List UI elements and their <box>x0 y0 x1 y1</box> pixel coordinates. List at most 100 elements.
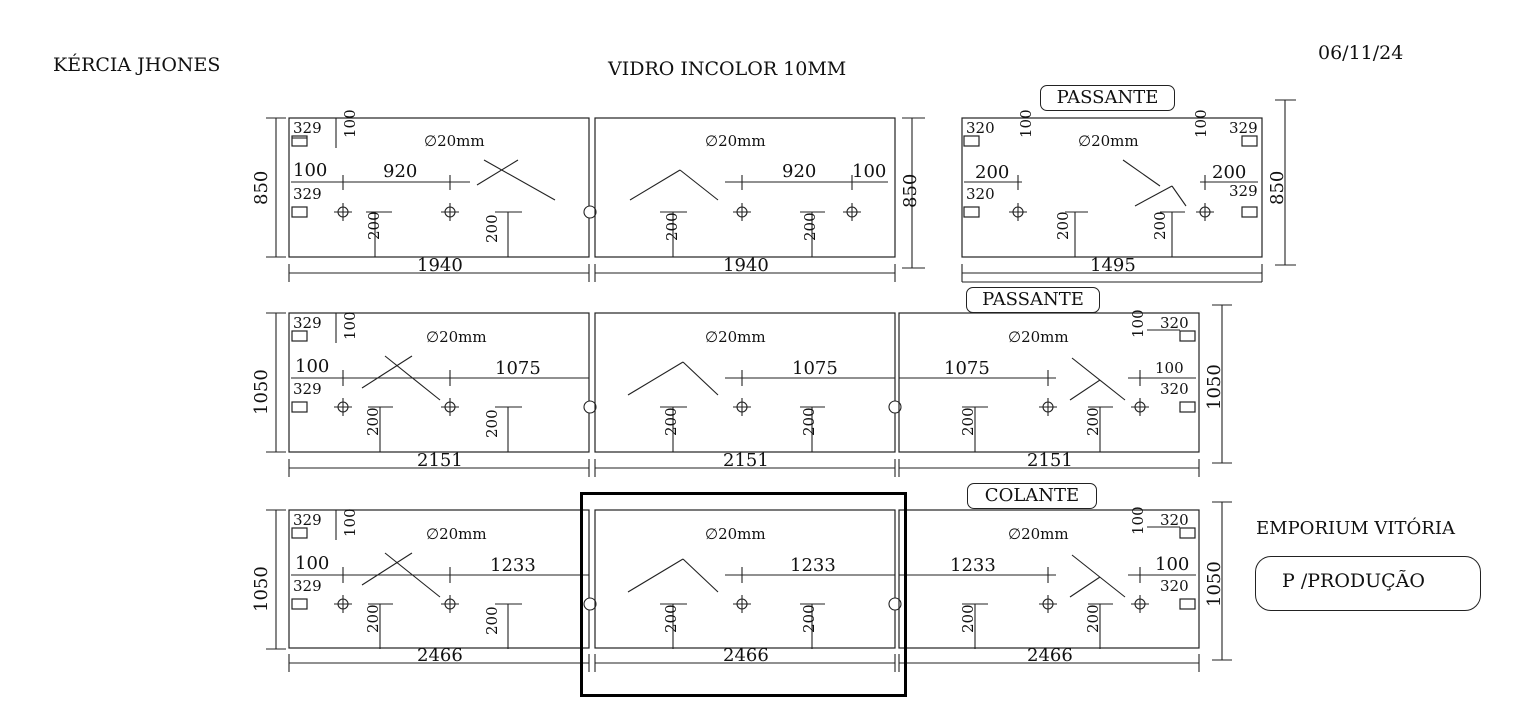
hinge-slot-icon <box>291 527 308 539</box>
date-label: 06/11/24 <box>1318 42 1404 64</box>
edge-offset-label: 100 <box>295 356 329 377</box>
hinge-slot-icon <box>1179 330 1196 342</box>
hole-spec-label: ∅20mm <box>426 525 487 543</box>
hole-spec-label: ∅20mm <box>1008 525 1069 543</box>
edge-offset-label: 100 <box>852 161 886 182</box>
hinge-line <box>682 361 719 396</box>
hinge-line <box>1134 185 1173 207</box>
hinge-line <box>1069 576 1101 598</box>
glass-panel <box>288 312 590 453</box>
hinge-line <box>384 355 441 401</box>
offset-label: 329 <box>293 314 322 332</box>
edge-offset-label: 100 <box>1155 359 1184 377</box>
tag-passante-row2: PASSANTE <box>966 287 1100 313</box>
panel-width-label: 2151 <box>723 450 769 471</box>
edge-offset-label: 100 <box>293 160 327 181</box>
hinge-slot-icon <box>291 135 308 147</box>
glass-panel <box>898 509 1200 649</box>
vert-dim-label: 200 <box>483 606 501 635</box>
vert-dim-label: 200 <box>1084 604 1102 633</box>
hole-spec-label: ∅20mm <box>426 328 487 346</box>
span-label: 1075 <box>792 358 838 379</box>
offset-label: 100 <box>1017 109 1035 138</box>
hinge-slot-icon <box>291 330 308 342</box>
vert-dim-label: 200 <box>1084 407 1102 436</box>
offset-label: 329 <box>293 511 322 529</box>
span-label: 1075 <box>944 358 990 379</box>
panel-width-label: 2466 <box>1027 645 1073 666</box>
vert-dim-label: 200 <box>959 407 977 436</box>
hinge-slot-icon <box>1179 401 1196 413</box>
hinge-line <box>627 361 684 396</box>
tag-passante-row1: PASSANTE <box>1040 85 1175 111</box>
tag-colante-row3: COLANTE <box>967 483 1097 509</box>
offset-label: 320 <box>966 119 995 137</box>
hinge-line <box>627 558 684 593</box>
edge-notch-icon <box>888 400 902 414</box>
hinge-slot-icon <box>963 135 980 147</box>
hinge-slot-icon <box>291 401 308 413</box>
hinge-slot-icon <box>1179 598 1196 610</box>
panel-width-label: 2466 <box>417 645 463 666</box>
hinge-slot-icon <box>1241 206 1258 218</box>
glass-panel <box>961 117 1263 258</box>
hinge-line <box>384 552 441 598</box>
offset-label: 320 <box>1160 314 1189 332</box>
hinge-slot-icon <box>1179 527 1196 539</box>
vert-dim-label: 200 <box>364 604 382 633</box>
material-title: VIDRO INCOLOR 10MM <box>608 58 847 80</box>
hole-spec-label: ∅20mm <box>1008 328 1069 346</box>
edge-notch-icon <box>583 205 597 219</box>
production-box: P /PRODUÇÃO <box>1255 556 1481 611</box>
edge-offset-label: 200 <box>1212 162 1246 183</box>
vert-dim-label: 200 <box>483 214 501 243</box>
panel-width-label: 1940 <box>723 255 769 276</box>
hole-spec-label: ∅20mm <box>705 328 766 346</box>
offset-label: 329 <box>293 119 322 137</box>
hinge-line <box>1069 379 1101 401</box>
panel-height-label: 850 <box>1267 171 1288 205</box>
offset-label: 320 <box>1160 380 1189 398</box>
panel-height-label: 1050 <box>1204 364 1225 410</box>
hinge-line <box>1071 357 1126 401</box>
vert-dim-label: 200 <box>800 604 818 633</box>
vert-dim-label: 200 <box>663 212 681 241</box>
vert-dim-label: 200 <box>662 604 680 633</box>
glass-panel <box>594 117 896 258</box>
panel-width-label: 2151 <box>417 450 463 471</box>
span-label: 1075 <box>495 358 541 379</box>
hinge-line <box>682 558 719 593</box>
vert-dim-label: 200 <box>801 212 819 241</box>
offset-label: 329 <box>1229 119 1258 137</box>
panel-width-label: 2466 <box>723 645 769 666</box>
glass-panel <box>594 312 896 453</box>
offset-label: 329 <box>1229 182 1258 200</box>
edge-offset-label: 200 <box>975 162 1009 183</box>
vert-dim-label: 200 <box>1151 211 1169 240</box>
panel-height-label: 1050 <box>251 566 272 612</box>
offset-label: 100 <box>1129 309 1147 338</box>
offset-label: 100 <box>341 508 359 537</box>
panel-width-label: 1940 <box>417 255 463 276</box>
panel-width-label: 2151 <box>1027 450 1073 471</box>
hinge-slot-icon <box>963 206 980 218</box>
edge-notch-icon <box>583 597 597 611</box>
span-label: 920 <box>782 161 816 182</box>
panel-height-label: 1050 <box>1204 561 1225 607</box>
hinge-line <box>679 169 719 201</box>
edge-offset-label: 100 <box>295 553 329 574</box>
hinge-line <box>1171 185 1187 207</box>
panel-width-label: 1495 <box>1090 255 1136 276</box>
production-label: P /PRODUÇÃO <box>1282 570 1425 592</box>
vert-dim-label: 200 <box>1054 211 1072 240</box>
offset-label: 320 <box>966 185 995 203</box>
hole-spec-label: ∅20mm <box>705 132 766 150</box>
offset-label: 329 <box>293 577 322 595</box>
highlight-frame <box>580 492 907 697</box>
offset-label: 100 <box>341 109 359 138</box>
vert-dim-label: 200 <box>662 407 680 436</box>
glass-panel <box>288 117 590 258</box>
hinge-line <box>629 169 681 201</box>
hole-spec-label: ∅20mm <box>424 132 485 150</box>
hinge-line <box>483 159 556 201</box>
